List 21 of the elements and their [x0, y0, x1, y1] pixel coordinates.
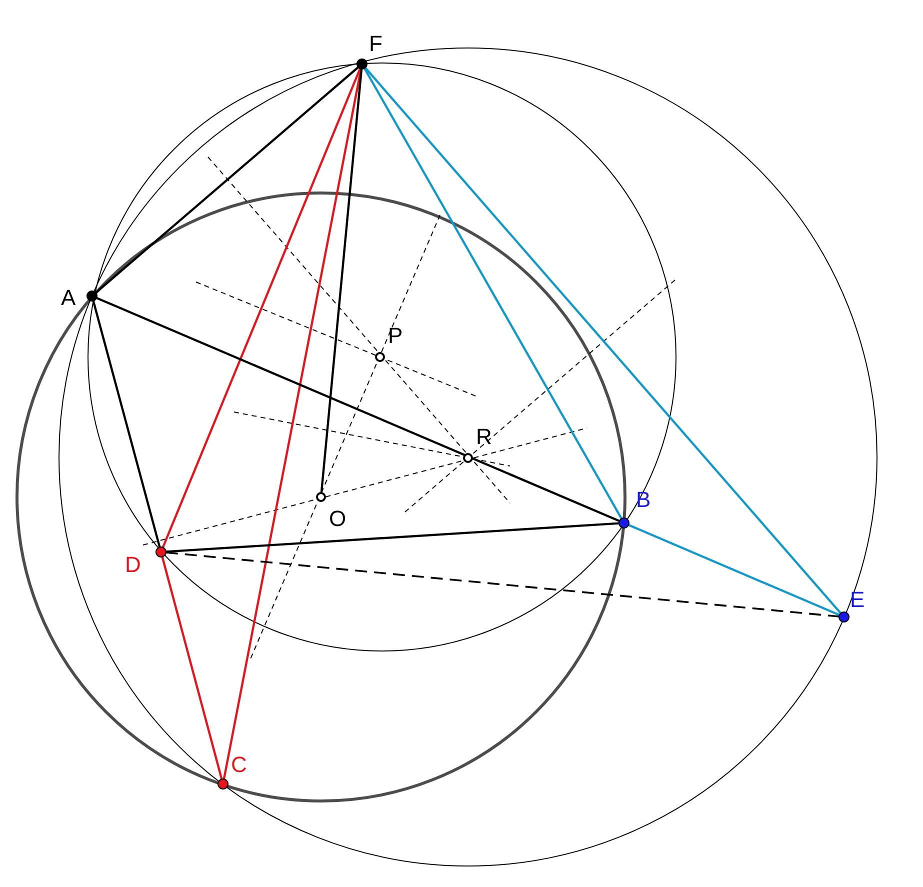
line-segment	[92, 300, 161, 548]
point-label: D	[125, 553, 141, 577]
line-segment	[95, 66, 359, 294]
point-label: R	[476, 425, 492, 449]
line-segment	[628, 524, 840, 616]
point-label: C	[231, 753, 247, 777]
point-label: B	[636, 488, 651, 512]
point-label: O	[329, 507, 346, 531]
line-segment	[364, 68, 622, 520]
line-segment	[96, 296, 620, 522]
line-segment	[162, 68, 362, 548]
point-label: E	[850, 588, 865, 612]
point-label: P	[388, 324, 403, 348]
point-label: A	[61, 286, 76, 310]
line-segment	[161, 556, 223, 780]
line-segment	[166, 522, 620, 553]
line-segment	[222, 68, 362, 780]
line-segment	[364, 67, 842, 614]
point-label: F	[369, 32, 382, 56]
line-segment	[320, 68, 363, 492]
line-segment	[166, 552, 840, 618]
